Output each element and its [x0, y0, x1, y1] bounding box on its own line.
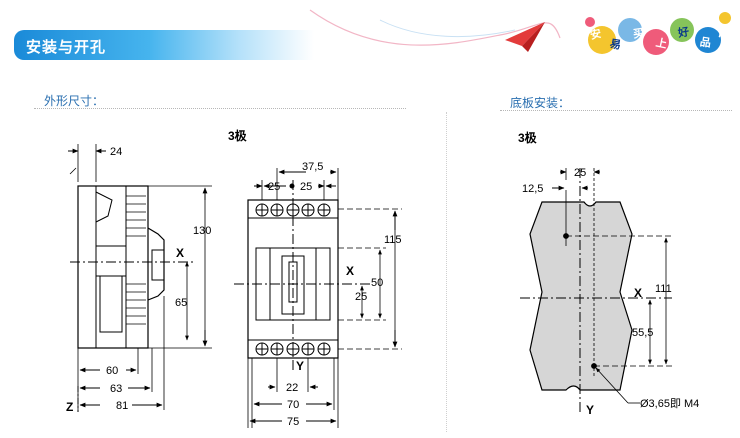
- dim-70: 70: [287, 399, 299, 411]
- section-divider: [446, 112, 447, 432]
- header-title: 安装与开孔: [26, 39, 107, 56]
- dim-22: 22: [286, 382, 298, 394]
- dim-25-side: 25: [355, 291, 367, 303]
- dimensions-label: 外形尺寸：: [44, 94, 105, 108]
- header: 安装与开孔 安 易 买 上 好 品 质: [0, 0, 740, 80]
- plate-shape: [529, 201, 633, 391]
- plate-dim-25: 25: [574, 167, 586, 179]
- top-terminals: [255, 203, 331, 217]
- front-view-title: 3极: [228, 128, 248, 143]
- top-axis-y: Y: [296, 359, 304, 373]
- top-axis-x: X: [346, 264, 354, 278]
- dim-130: 130: [193, 225, 211, 237]
- plate-dim-12-5: 12,5: [522, 183, 543, 195]
- plate-axis-y: Y: [586, 403, 594, 417]
- dim-25-left: 25: [268, 181, 280, 193]
- dim-75: 75: [287, 416, 299, 428]
- dim-65: 65: [175, 297, 187, 309]
- plate-title: 3极: [518, 130, 538, 145]
- paper-plane-icon: [505, 22, 545, 46]
- dimensions-rule: [34, 108, 406, 109]
- header-bar: [14, 30, 314, 60]
- front-axis-z: Z: [66, 400, 73, 414]
- dim-37-5: 37,5: [302, 161, 323, 173]
- mounting-plate: 3极 25 12,5 111 55,5 X Y Ø3,65即 M4: [518, 130, 699, 417]
- dim-25-right: 25: [300, 181, 312, 193]
- plate-dim-55-5: 55,5: [632, 327, 653, 339]
- brand-decoration: [309, 9, 731, 55]
- mounting-label: 底板安装：: [510, 96, 571, 110]
- plate-axis-x: X: [634, 286, 642, 300]
- dim-60: 60: [106, 365, 118, 377]
- dim-115: 115: [384, 234, 402, 246]
- plate-hole-note: Ø3,65即 M4: [640, 398, 699, 410]
- dim-81: 81: [116, 400, 128, 412]
- dim-63: 63: [110, 383, 122, 395]
- front-view: 3极 24 1: [66, 128, 248, 414]
- dim-50: 50: [371, 277, 383, 289]
- top-view: X Y 37,5 25 25 115 50 25: [234, 161, 402, 428]
- front-axis-x: X: [176, 246, 184, 260]
- mounting-rule: [500, 110, 732, 111]
- plate-dim-111: 111: [655, 283, 672, 295]
- dim-24: 24: [110, 146, 122, 158]
